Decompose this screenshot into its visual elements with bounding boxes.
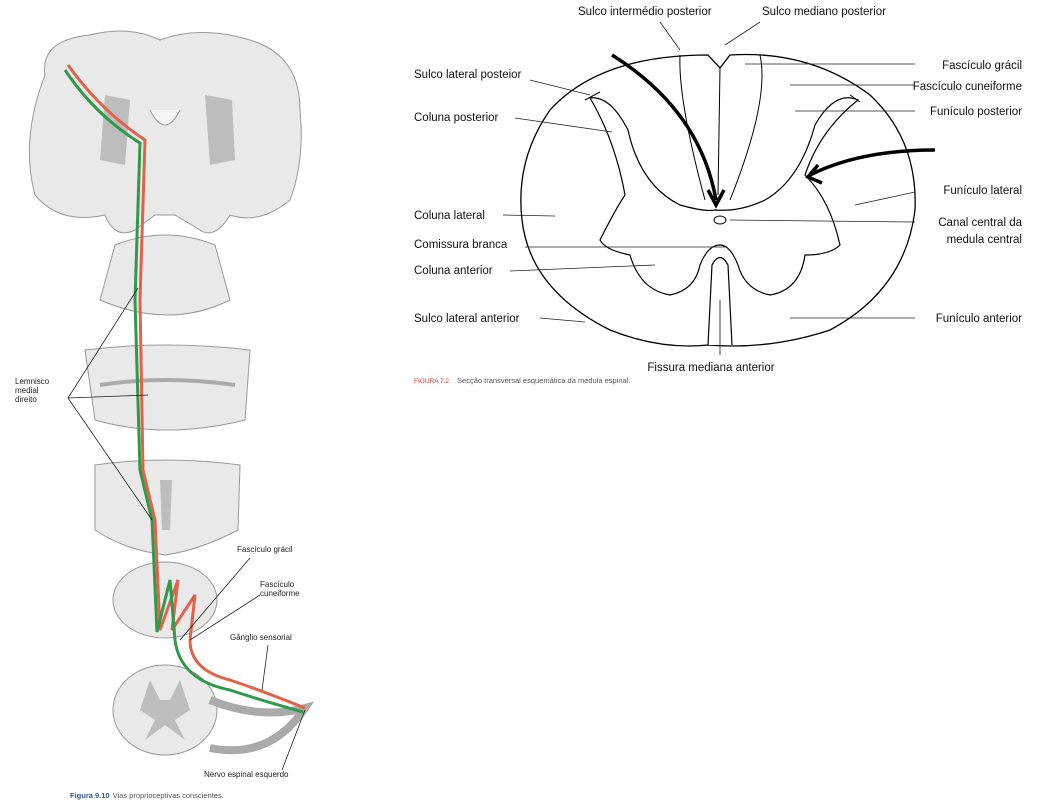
right-leader-lines xyxy=(502,21,916,355)
label-fasciculo-cuneiforme: Fascículo cuneiforme xyxy=(913,81,1022,93)
label-funiculo-posterior: Funículo posterior xyxy=(930,106,1022,118)
label-sulco-lateral-anterior: Sulco lateral anterior xyxy=(414,313,520,325)
label-comissura-branca: Comissura branca xyxy=(414,239,508,251)
midbrain-section xyxy=(84,234,251,431)
arrow-posterior xyxy=(611,53,718,201)
brain-coronal-section xyxy=(28,30,302,234)
label-fasciculo-gracil-left: Fascículo grácil xyxy=(237,545,293,554)
label-canal-central-1: Canal central da xyxy=(938,217,1022,229)
label-funiculo-lateral: Funículo lateral xyxy=(943,185,1022,197)
label-ganglio-sensorial: Gânglio sensorial xyxy=(230,633,292,642)
left-leader-lines xyxy=(67,287,306,771)
label-fasciculo-gracil: Fascículo grácil xyxy=(942,60,1022,72)
label-lemnisco-3: direito xyxy=(15,395,37,404)
arrow-lateral xyxy=(809,148,936,177)
label-lemnisco-1: Lemnisco xyxy=(15,377,50,386)
label-coluna-posterior: Coluna posterior xyxy=(414,112,499,124)
hand-drawn-arrows xyxy=(611,53,936,209)
medulla-section xyxy=(94,459,241,556)
label-coluna-lateral: Coluna lateral xyxy=(414,210,485,222)
label-canal-central-2: medula central xyxy=(947,234,1022,246)
label-fasciculo-cuneiforme-1: Fascículo xyxy=(260,580,295,589)
label-lemnisco-2: medial xyxy=(15,386,39,395)
pathway-lines xyxy=(63,64,306,714)
label-fissura-mediana-anterior: Fissura mediana anterior xyxy=(647,362,774,374)
label-funiculo-anterior: Funículo anterior xyxy=(936,313,1022,325)
label-sulco-mediano-posterior: Sulco mediano posterior xyxy=(762,6,886,18)
label-coluna-anterior: Coluna anterior xyxy=(414,265,493,277)
label-sulco-lateral-posterior: Sulco lateral posteior xyxy=(414,69,522,81)
label-sulco-intermedio-posterior: Sulco intermédio posterior xyxy=(578,6,712,18)
label-nervo-espinal: Nervo espinal esquerdo xyxy=(204,770,289,779)
label-fasciculo-cuneiforme-2: cuneiforme xyxy=(260,589,300,598)
